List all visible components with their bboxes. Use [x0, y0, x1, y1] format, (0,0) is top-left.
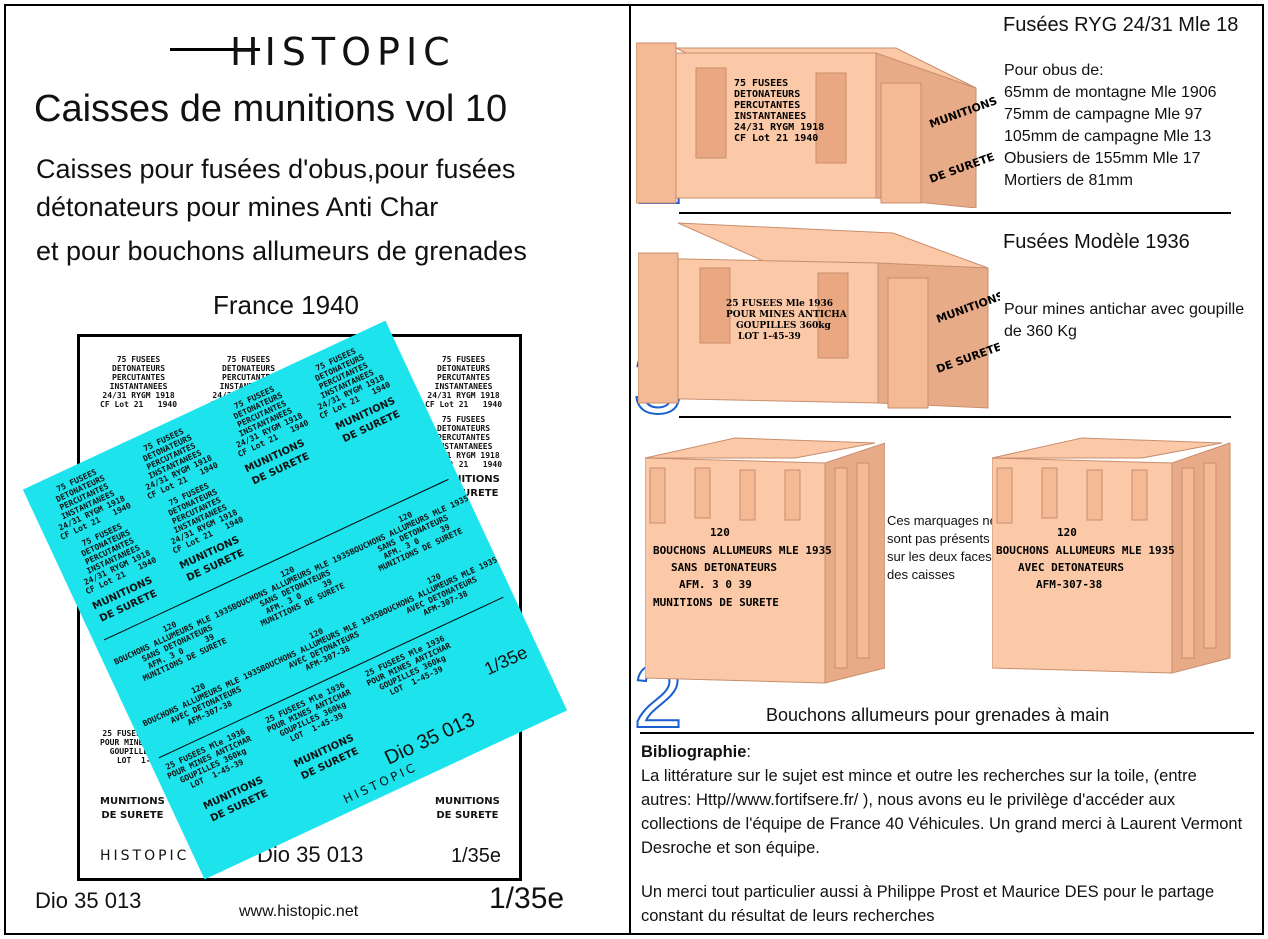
section-1-item: 75mm de campagne Mle 97 — [1004, 106, 1203, 123]
bibliography-heading: Bibliographie — [641, 743, 747, 761]
decal-fusees: 75 FUSEES DETONATEURS PERCUTANTES INSTAN… — [100, 355, 178, 409]
sheet-scale: 1/35e — [450, 845, 501, 867]
decal-surete: MUNITIONS DE SURETE — [435, 796, 500, 821]
page-frame — [4, 4, 1264, 935]
section-1-item: Mortiers de 81mm — [1004, 172, 1133, 189]
crate-illustration-1: 75 FUSEES DETONATEURS PERCUTANTES INSTAN… — [636, 42, 998, 208]
bibliography-paragraph-2: Un merci tout particulier aussi à Philip… — [641, 883, 1215, 925]
section-divider — [679, 212, 1231, 214]
cyan-sheet-scale: 1/35e — [481, 641, 531, 680]
crate-3-front-text: 25 FUSEES Mle 1936 POUR MINES ANTICHA GO… — [726, 299, 850, 342]
section-3-title: Fusées Modèle 1936 — [1003, 231, 1190, 253]
origin-label: France 1940 — [213, 290, 359, 320]
crate-illustration-3: 25 FUSEES Mle 1936 POUR MINES ANTICHA GO… — [638, 222, 1000, 409]
crate-illustration-2b: 120 BOUCHONS ALLUMEURS MLE 1935 AVEC DET… — [992, 437, 1231, 674]
crate-1-front-text: 75 FUSEES DETONATEURS PERCUTANTES INSTAN… — [734, 78, 830, 144]
section-1-details: Pour obus de: 65mm de montagne Mle 1906 … — [1004, 60, 1259, 192]
decal-surete: MUNITIONS DE SURETE — [201, 774, 270, 825]
sheet-logo: HISTOPIC — [100, 848, 190, 864]
crate-2a-text: 120 BOUCHONS ALLUMEURS MLE 1935 SANS DET… — [653, 526, 838, 609]
section-3-desc: Pour mines antichar avec goupille de 360… — [1004, 301, 1245, 340]
decal-fusees: 75 FUSEES DETONATEURS PERCUTANTES INSTAN… — [425, 355, 503, 409]
subtitle-line-3: et pour bouchons allumeurs de grenades — [36, 236, 527, 266]
section-2-note: Ces marquages ne sont pas présents sur l… — [887, 513, 997, 582]
bibliography: Bibliographie: La littérature sur le suj… — [641, 740, 1251, 928]
subtitle-line-1: Caisses pour fusées d'obus,pour fusées — [36, 154, 516, 184]
footer-product-code: Dio 35 013 — [35, 888, 142, 913]
section-1-item: 105mm de campagne Mle 13 — [1004, 128, 1212, 145]
section-divider — [640, 732, 1254, 734]
decal-mines: 25 FUSEES Mle 1936 POUR MINES ANTICHAR G… — [363, 633, 453, 698]
histopic-logo: HISTOPIC — [170, 28, 450, 78]
center-divider — [629, 4, 631, 935]
decal-surete: MUNITIONS DE SURETE — [292, 732, 361, 783]
section-1-item: Obusiers de 155mm Mle 17 — [1004, 150, 1201, 167]
section-1-intro: Pour obus de: — [1004, 62, 1104, 79]
section-divider — [679, 416, 1231, 418]
page-title: Caisses de munitions vol 10 — [34, 88, 508, 130]
footer-website-link[interactable]: www.histopic.net — [239, 903, 359, 920]
crate-2b-text: 120 BOUCHONS ALLUMEURS MLE 1935 AVEC DET… — [996, 526, 1181, 591]
section-1-title: Fusées RYG 24/31 Mle 18 — [1003, 14, 1239, 36]
subtitle-line-2: détonateurs pour mines Anti Char — [36, 192, 439, 222]
section-1-item: 65mm de montagne Mle 1906 — [1004, 84, 1217, 101]
section-2-caption: Bouchons allumeurs pour grenades à main — [766, 705, 1110, 725]
crate-illustration-2a: 120 BOUCHONS ALLUMEURS MLE 1935 SANS DET… — [645, 437, 885, 684]
footer-scale: 1/35e — [489, 882, 565, 915]
bibliography-paragraph-1: La littérature sur le sujet est mince et… — [641, 767, 1243, 857]
decal-surete: MUNITIONS DE SURETE — [100, 796, 165, 821]
